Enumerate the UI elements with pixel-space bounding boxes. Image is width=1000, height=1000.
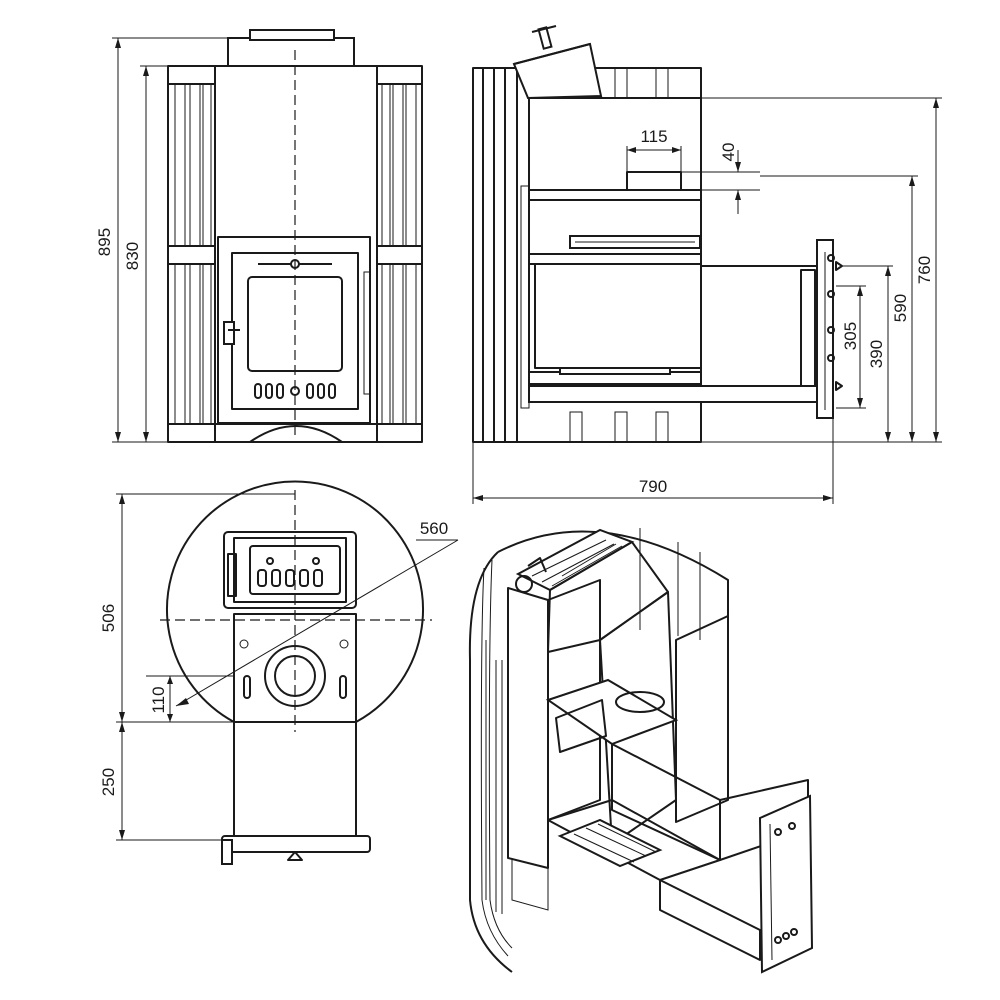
- dim-side-height-590: 590: [891, 294, 910, 322]
- dim-side-height-760: 760: [915, 256, 934, 284]
- front-flue-collar: [227, 37, 355, 67]
- plan-view: [160, 480, 459, 865]
- side-view: [472, 25, 843, 443]
- plan-tunnel: [233, 721, 357, 841]
- dim-plan-diameter: 560: [420, 519, 448, 538]
- cutaway-middle-shelf: [545, 678, 679, 746]
- dim-front-total-height: 895: [95, 228, 114, 256]
- cutaway-top-grate: [515, 528, 635, 592]
- cutaway-front-door-plate: [758, 794, 814, 974]
- front-ash-arc: [249, 425, 343, 443]
- dim-side-top-depth: 115: [640, 127, 667, 146]
- dim-side-top-gap: 40: [719, 143, 738, 162]
- front-door-handle: [223, 321, 235, 345]
- front-dimensions: 895 830: [95, 37, 228, 443]
- front-view: [167, 29, 423, 443]
- dim-front-body-height: 830: [123, 242, 142, 270]
- cutaway-lower-grate: [557, 818, 663, 868]
- plan-door-box: [223, 531, 357, 609]
- cutaway-3d-view: [468, 528, 814, 974]
- dim-side-height-390: 390: [867, 340, 886, 368]
- dim-plan-offset: 110: [149, 686, 168, 713]
- dim-plan-tunnel-length: 250: [99, 768, 118, 796]
- plan-air-slots: [257, 557, 323, 587]
- cutaway-shell-left: [468, 551, 513, 973]
- dim-plan-body-depth: 506: [99, 604, 118, 632]
- front-flue-cap: [249, 29, 335, 41]
- plan-outer-circle: [166, 480, 424, 723]
- front-air-slots: [254, 383, 336, 399]
- dim-side-total-depth: 790: [639, 477, 667, 496]
- dim-side-door-305: 305: [841, 322, 860, 350]
- side-dimensions: 115 40 760 590 390 305: [472, 97, 942, 504]
- plan-dimensions: 560 506 110 250: [99, 493, 458, 841]
